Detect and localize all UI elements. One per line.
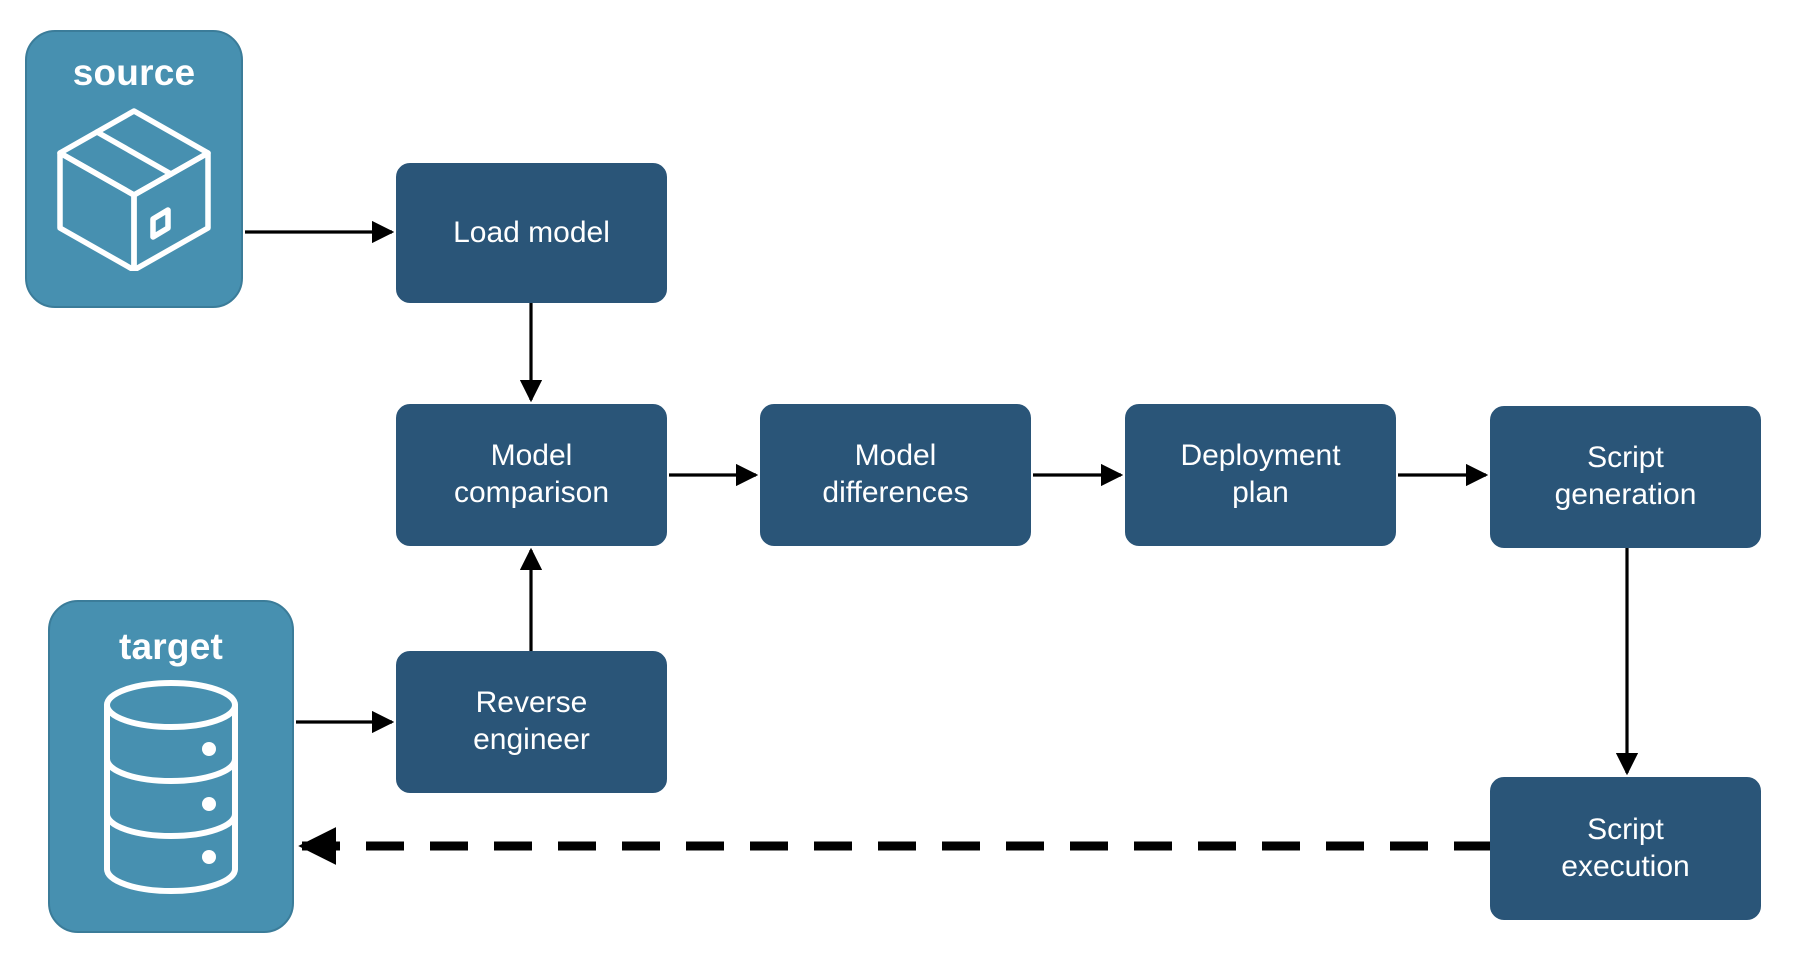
node-script-execution[interactable]: Script execution [1490,777,1761,920]
node-reverse-engineer[interactable]: Reverse engineer [396,651,667,793]
package-box-icon [57,108,211,271]
node-load-model[interactable]: Load model [396,163,667,303]
node-model-comparison[interactable]: Model comparison [396,404,667,546]
endpoint-source[interactable]: source [25,30,243,308]
endpoint-target[interactable]: target [48,600,294,933]
endpoint-source-label: source [72,52,196,93]
node-script-generation[interactable]: Script generation [1490,406,1761,548]
node-deployment-plan[interactable]: Deployment plan [1125,404,1396,546]
database-cylinder-icon [104,680,238,894]
node-model-differences[interactable]: Model differences [760,404,1031,546]
endpoint-target-label: target [119,626,223,667]
